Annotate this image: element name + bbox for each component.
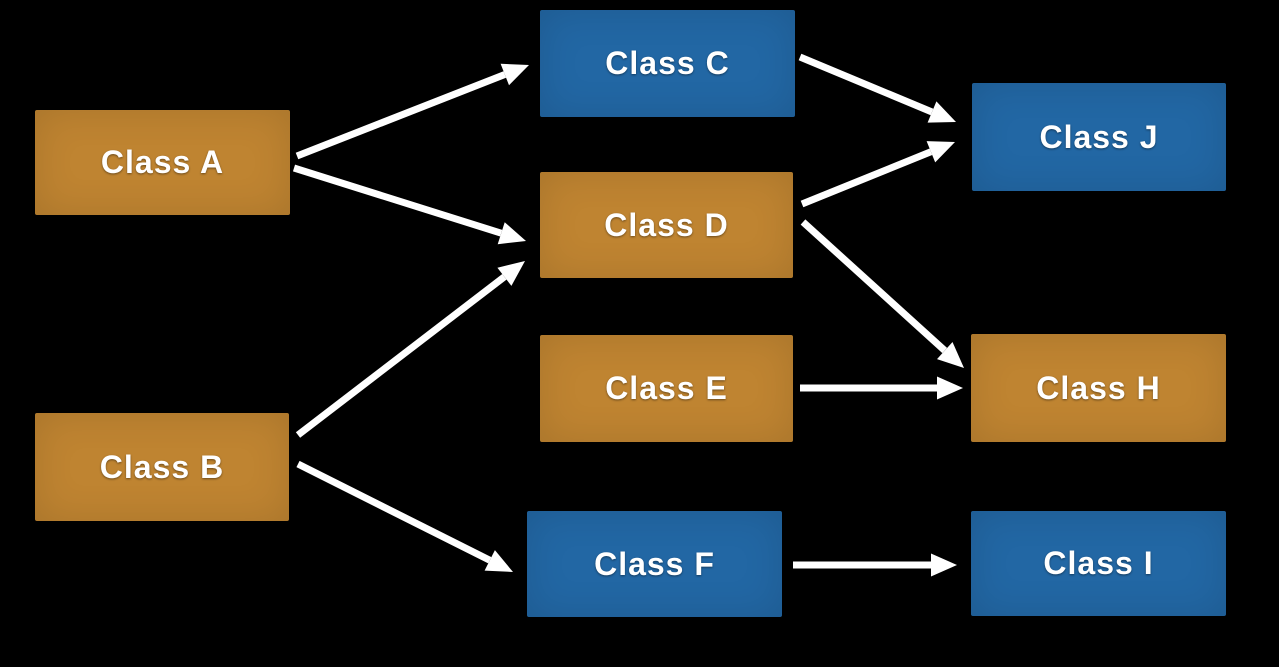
node-label-class-a: Class A — [100, 144, 225, 180]
node-class-b: Class B — [35, 413, 289, 521]
node-class-c: Class C — [540, 10, 795, 117]
arrow-class-f-to-class-i — [793, 553, 957, 577]
arrow-class-b-to-class-d — [295, 261, 525, 438]
node-label-class-f: Class F — [594, 545, 715, 582]
arrow-class-a-to-class-d — [292, 164, 526, 245]
node-class-i: Class I — [971, 511, 1226, 616]
arrow-class-a-to-class-c — [295, 63, 529, 160]
node-label-class-j: Class J — [1039, 118, 1159, 155]
node-class-f: Class F — [527, 511, 782, 617]
node-label-class-i: Class I — [1043, 545, 1154, 581]
node-label-class-b: Class B — [99, 448, 225, 485]
arrow-class-b-to-class-f — [296, 460, 513, 572]
node-label-class-e: Class E — [605, 370, 728, 406]
node-label-class-h: Class H — [1036, 369, 1161, 406]
arrow-class-d-to-class-j — [800, 141, 955, 208]
arrow-class-d-to-class-h — [800, 219, 964, 368]
node-label-class-d: Class D — [604, 206, 729, 243]
arrow-class-c-to-class-j — [798, 53, 956, 123]
arrow-class-e-to-class-h — [800, 376, 963, 400]
node-class-j: Class J — [972, 83, 1226, 191]
node-class-d: Class D — [540, 172, 793, 278]
node-class-e: Class E — [540, 335, 793, 442]
node-label-class-c: Class C — [605, 45, 730, 81]
node-class-h: Class H — [971, 334, 1226, 442]
node-class-a: Class A — [35, 110, 290, 215]
